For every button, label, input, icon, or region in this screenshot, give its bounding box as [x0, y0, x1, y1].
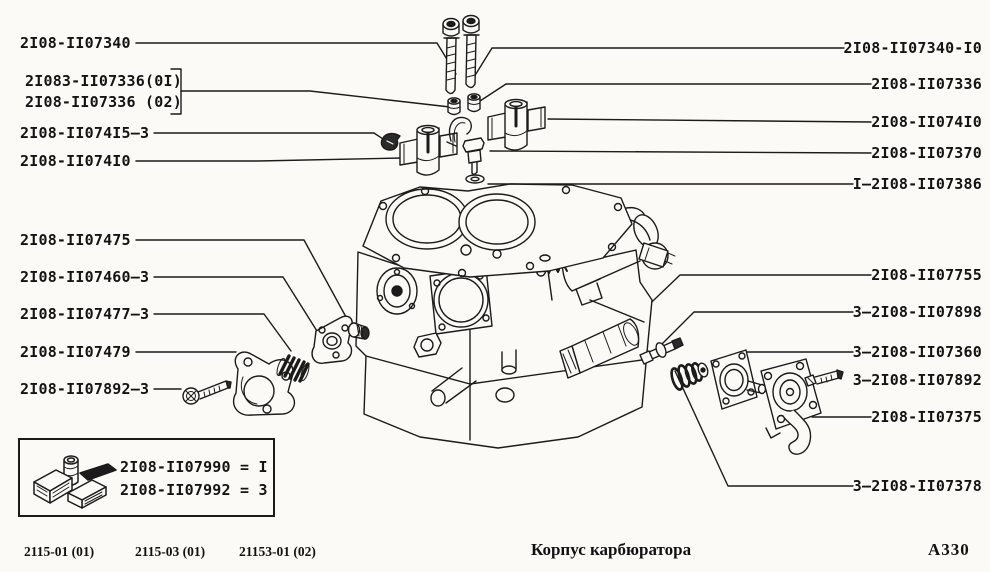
part-label-07386: I—2I08-II07386	[852, 175, 982, 193]
part-label-074i0-right: 2I08-II074I0	[871, 113, 982, 131]
wire-connector	[638, 242, 669, 268]
legend-row-07992: 2I08-II07992 = 3	[120, 481, 268, 499]
part-label-07755: 2I08-II07755	[871, 266, 982, 284]
screw-07340	[442, 17, 460, 95]
part-label-07892-right: 3—2I08-II07892	[852, 371, 982, 389]
legend-row-07990: 2I08-II07990 = I	[120, 458, 268, 476]
screw-07892-left	[182, 380, 232, 405]
part-label-07375: 2I08-II07375	[871, 408, 982, 426]
cover-07479	[232, 351, 296, 416]
diaphragm-07360	[710, 349, 767, 410]
model-code-3: 21153-01 (02)	[239, 544, 316, 559]
cover-07375	[760, 358, 822, 455]
jet-07336-right	[467, 93, 481, 113]
venturi-074i0-right	[487, 98, 546, 151]
top-gasket	[362, 183, 633, 278]
part-label-07378: 3—2I08-II07378	[852, 477, 982, 495]
part-label-07336-variants: 2I083-II07336(0I) 2I08-II07336 (02)	[25, 71, 182, 113]
part-label-07336-right: 2I08-II07336	[871, 75, 982, 93]
part-label-07479: 2I08-II07479	[20, 343, 131, 361]
screw-07898	[639, 337, 684, 365]
part-label-07360: 3—2I08-II07360	[852, 343, 982, 361]
valve-07370	[446, 116, 485, 175]
part-label-07898: 3—2I08-II07898	[852, 303, 982, 321]
venturi-074i0-left	[399, 124, 458, 176]
boot-07378	[670, 362, 709, 391]
part-label-07892-left: 2I08-II07892—3	[20, 380, 150, 398]
part-label-07340: 2I08-II07340	[20, 34, 131, 52]
part-label-07475: 2I08-II07475	[20, 231, 131, 249]
kit-parts-icon	[33, 455, 117, 509]
part-label-074i0-left: 2I08-II074I0	[20, 152, 131, 170]
part-label-07477: 2I08-II07477—3	[20, 305, 150, 323]
model-code-2: 2115-03 (01)	[135, 544, 206, 559]
jet-07336-left	[447, 97, 461, 116]
model-code-1: 2115-01 (01)	[24, 544, 95, 559]
nut-07475	[347, 322, 370, 340]
washer-07386	[465, 174, 485, 184]
part-label-07340-10: 2I08-II07340-I0	[843, 39, 982, 57]
part-label-074i5: 2I08-II074I5—3	[20, 124, 150, 142]
page-title: Корпус карбюратора	[531, 540, 692, 559]
clip-074i5	[380, 132, 401, 151]
part-label-07370: 2I08-II07370	[871, 144, 982, 162]
footer: 2115-01 (01) 2115-03 (01) 21153-01 (02) …	[0, 536, 990, 572]
carburetor-body	[355, 249, 653, 449]
spring-07477	[276, 354, 310, 383]
gasket-07460	[311, 315, 353, 364]
valve-07755	[559, 318, 640, 379]
part-label-07336-variant-01: 2I083-II07336(0I)	[25, 72, 182, 90]
screw-07340-10	[462, 14, 480, 89]
screw-07892-right	[804, 369, 844, 387]
repair-kit-legend-box: 2I08-II07990 = I 2I08-II07992 = 3	[18, 438, 275, 517]
part-label-07336-variant-02: 2I08-II07336 (02)	[25, 93, 182, 111]
leader-lines	[135, 42, 872, 487]
page-code: А330	[928, 540, 970, 559]
part-label-07460: 2I08-II07460—3	[20, 268, 150, 286]
